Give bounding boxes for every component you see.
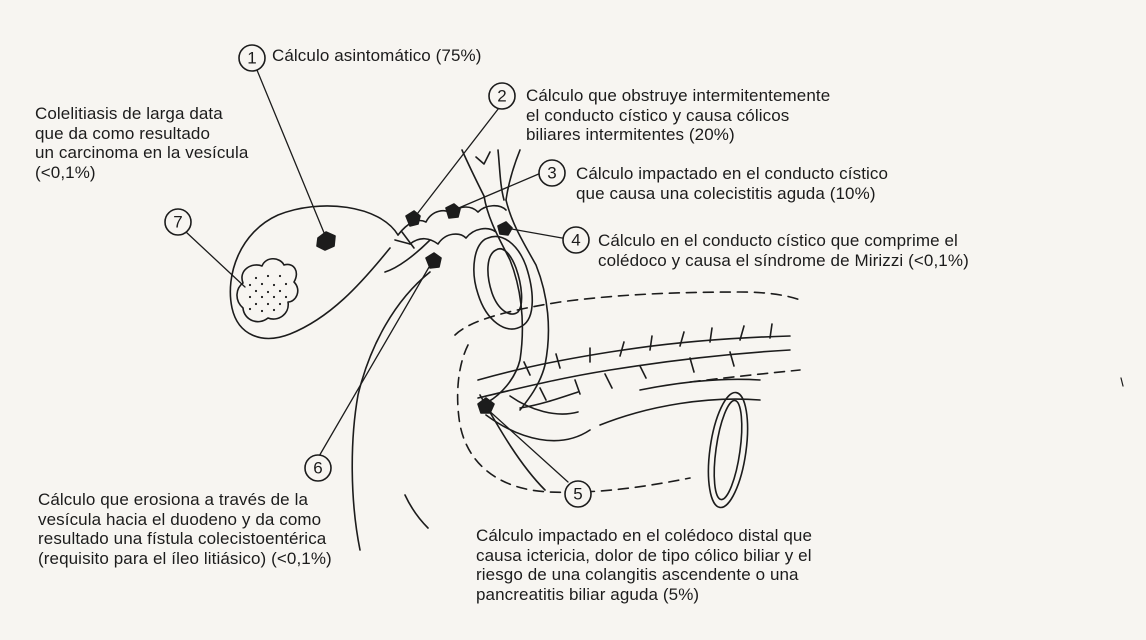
label-6-line: Cálculo que erosiona a través de la xyxy=(38,490,308,509)
svg-text:2: 2 xyxy=(497,87,506,106)
label-3-line: que causa una colecistitis aguda (10%) xyxy=(576,183,876,203)
label-1-line: Cálculo asintomático (75%) xyxy=(272,46,482,65)
label-7-line: que da como resultado xyxy=(35,123,211,143)
label-5-line: Cálculo impactado en el colédoco distal … xyxy=(476,526,813,545)
duodenal-cut-section xyxy=(707,391,749,509)
label-7-line: Colelitiasis de larga data xyxy=(35,104,223,123)
marker-4: 4 xyxy=(562,226,590,254)
label-4-mirizzi-syndrome: Cálculo en el conducto cístico que compr… xyxy=(598,231,969,270)
label-2-line: el conducto cístico y causa cólicos xyxy=(526,105,790,125)
svg-text:7: 7 xyxy=(173,213,182,232)
gallbladder xyxy=(229,205,431,340)
label-5-line: pancreatitis biliar aguda (5%) xyxy=(476,584,700,604)
stone-6 xyxy=(425,252,442,269)
label-2-line: Cálculo que obstruye intermitentemente xyxy=(526,86,831,105)
stone-4 xyxy=(497,221,513,236)
label-7-line: (<0,1%) xyxy=(35,162,96,182)
label-7-gallbladder-carcinoma: Colelitiasis de larga data que da como r… xyxy=(35,104,248,182)
label-7-line: un carcinoma en la vesícula xyxy=(35,143,249,162)
pancreas-outline xyxy=(454,291,801,494)
label-6-line: (requisito para el íleo litiásico) (<0,1… xyxy=(38,548,332,568)
duodenal-ring xyxy=(473,235,534,330)
marker-3: 3 xyxy=(538,159,566,187)
gallbladder-carcinoma xyxy=(236,257,299,323)
svg-text:4: 4 xyxy=(571,231,580,250)
pancreatic-duct xyxy=(477,323,791,442)
marker-6: 6 xyxy=(304,454,332,482)
marker-1: 1 xyxy=(238,44,266,72)
label-6-cholecystoenteric-fistula: Cálculo que erosiona a través de la vesí… xyxy=(38,490,332,568)
label-1-asymptomatic-stone: Cálculo asintomático (75%) xyxy=(272,46,482,66)
marker-2: 2 xyxy=(488,82,516,110)
label-6-line: resultado una fístula colecistoentérica xyxy=(38,529,327,548)
svg-text:3: 3 xyxy=(547,164,556,183)
duodenum xyxy=(351,271,431,551)
svg-text:1: 1 xyxy=(247,49,256,68)
label-2-line: biliares intermitentes (20%) xyxy=(526,125,735,144)
label-2-intermittent-obstruction: Cálculo que obstruye intermitentemente e… xyxy=(526,86,830,145)
label-5-distal-choledocholithiasis: Cálculo impactado en el colédoco distal … xyxy=(476,526,812,604)
label-3-acute-cholecystitis: Cálculo impactado en el conducto cístico… xyxy=(576,164,888,203)
label-5-line: causa ictericia, dolor de tipo cólico bi… xyxy=(476,545,812,565)
stone-5 xyxy=(477,397,495,414)
stones xyxy=(316,203,513,414)
stray-mark xyxy=(1120,377,1124,387)
label-4-line: colédoco y causa el síndrome de Mirizzi … xyxy=(598,250,969,270)
svg-text:6: 6 xyxy=(313,459,322,478)
bile-ducts xyxy=(461,149,550,411)
callout-lines xyxy=(185,57,569,483)
stone-1 xyxy=(316,231,336,251)
label-6-line: vesícula hacia el duodeno y da como xyxy=(38,509,322,529)
marker-7: 7 xyxy=(164,208,192,236)
label-3-line: Cálculo impactado en el conducto cístico xyxy=(576,164,889,183)
stone-3 xyxy=(445,203,461,219)
marker-5: 5 xyxy=(564,480,592,508)
svg-text:5: 5 xyxy=(573,485,582,504)
label-5-line: riesgo de una colangitis ascendente o un… xyxy=(476,565,799,584)
label-4-line: Cálculo en el conducto cístico que compr… xyxy=(598,231,958,250)
